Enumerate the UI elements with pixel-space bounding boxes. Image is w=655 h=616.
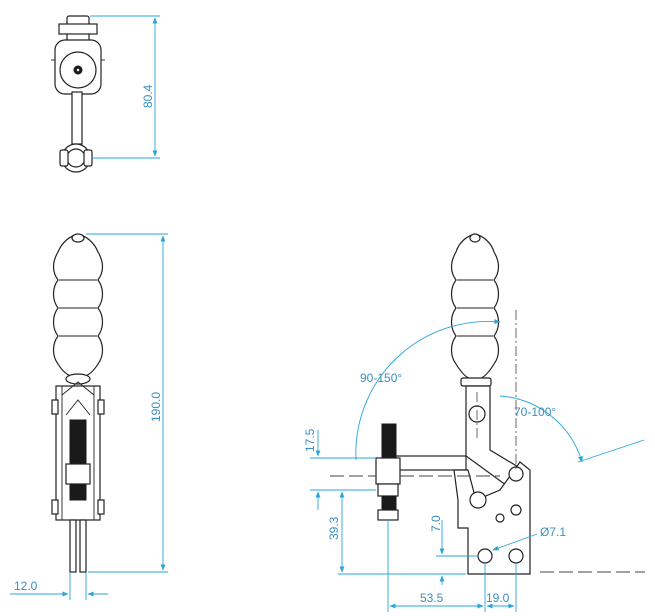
top-view	[51, 15, 105, 173]
dimension-spindle-height: 17.5	[303, 428, 376, 510]
front-view	[51, 233, 105, 573]
dimension-total-height: 190.0	[86, 233, 168, 573]
dimension-horizontal-reach: 53.5	[387, 520, 486, 612]
dim-base-height-label: 39.3	[327, 516, 341, 540]
dimension-top-height: 80.4	[90, 15, 160, 159]
dimension-base-height: 39.3	[327, 491, 466, 575]
dimension-hole-diameter: Ø7.1	[492, 525, 566, 551]
side-view	[330, 233, 645, 575]
dimension-hole-offset: 7.0	[429, 515, 478, 585]
dim-bar-angle-label: 70-100°	[514, 405, 556, 419]
dim-horizontal-reach-label: 53.5	[420, 591, 444, 605]
dim-shaft-width-label: 12.0	[14, 579, 38, 593]
dimension-handle-angle: 90-150°	[355, 318, 501, 461]
dim-hole-diameter-label: Ø7.1	[540, 525, 566, 539]
dimension-shaft-width: 12.0	[10, 572, 108, 600]
dim-hole-offset-label: 7.0	[429, 515, 443, 532]
dimension-base-width: 19.0	[486, 563, 517, 612]
dimension-bar-angle: 70-100°	[499, 395, 645, 463]
dim-base-width-label: 19.0	[486, 591, 510, 605]
dim-top-height-label: 80.4	[141, 84, 155, 108]
dim-spindle-height-label: 17.5	[303, 428, 317, 452]
dim-handle-angle-label: 90-150°	[360, 371, 402, 385]
dim-total-height-label: 190.0	[149, 392, 163, 422]
